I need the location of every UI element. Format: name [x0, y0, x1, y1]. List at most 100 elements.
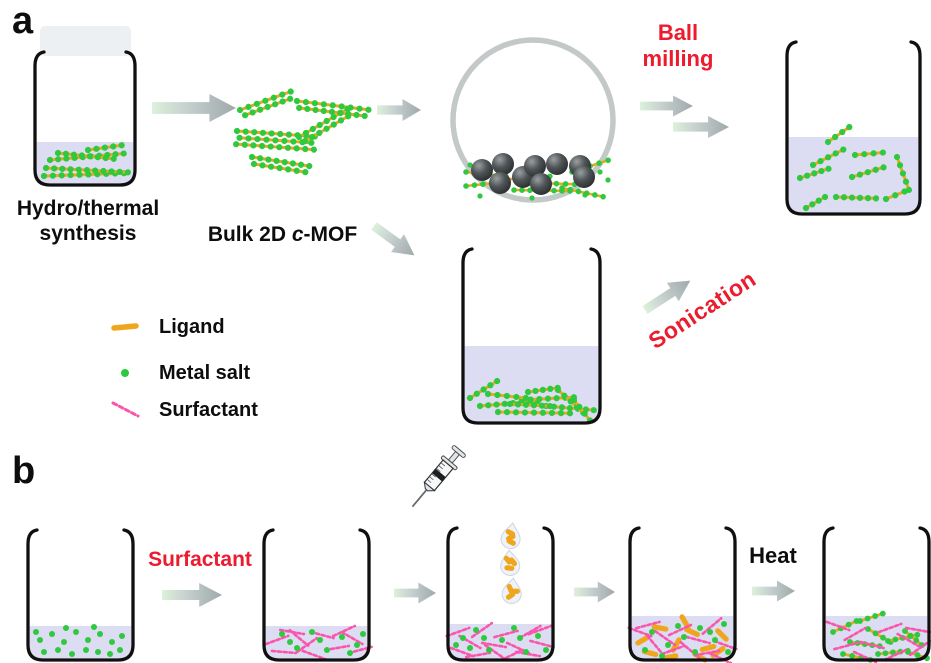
metal-salt-dot — [354, 642, 360, 648]
metal-salt-dot — [309, 629, 315, 635]
ligand-stick — [699, 643, 717, 653]
surfactant-strand — [340, 630, 364, 646]
metal-salt-dot — [49, 631, 55, 637]
metal-salt-dot — [360, 631, 366, 637]
metal-salt-dot — [707, 629, 713, 635]
ligand-swatch-icon — [111, 323, 139, 331]
grinding-ball — [471, 159, 493, 181]
mof-chain — [824, 123, 853, 146]
metal-salt-dot — [486, 647, 492, 653]
surfactant-strand — [877, 622, 903, 634]
grinding-ball — [492, 153, 514, 175]
ligand-stick — [503, 555, 512, 565]
surfactant-strand — [635, 620, 661, 630]
surfactant-strand — [627, 626, 653, 638]
surfactant-strand — [896, 632, 920, 648]
metal-salt-dot — [339, 634, 345, 640]
surfactant-strand — [480, 641, 508, 649]
legend-item-metal-salt: Metal salt — [108, 360, 250, 386]
metal-salt-dot — [523, 649, 529, 655]
metal-salt-dot — [33, 629, 39, 635]
surfactant-swatch-icon — [111, 401, 140, 418]
mof-chain — [559, 185, 606, 200]
legend-label-ligand: Ligand — [159, 315, 225, 338]
metal-salt-dot — [85, 637, 91, 643]
mof-chain — [232, 141, 317, 153]
metal-salt-dot — [73, 629, 79, 635]
droplet-icon — [500, 549, 521, 576]
surfactant-strand — [270, 649, 298, 655]
mof-chain — [809, 146, 847, 169]
jar-icon — [33, 50, 137, 187]
ball-mill-icon — [450, 37, 616, 203]
mof-chain — [832, 193, 880, 202]
metal-salt-dot — [649, 629, 655, 635]
surfactant-strand — [653, 629, 677, 647]
surfactant-strand — [843, 626, 867, 642]
legend-item-ligand: Ligand — [108, 314, 225, 340]
mof-chain — [236, 134, 315, 146]
bulk-mof-label-prefix: Bulk 2D — [207, 223, 292, 247]
grinding-ball — [524, 155, 546, 177]
mof-chain — [796, 165, 832, 182]
metal-salt-dot — [97, 631, 103, 637]
metal-salt-dot — [692, 649, 698, 655]
surfactant-strand — [825, 620, 851, 632]
mof-chain — [295, 105, 351, 141]
metal-salt-dot — [61, 639, 67, 645]
beaker-outline — [785, 40, 922, 216]
arrow-icon — [377, 99, 421, 121]
mof-chain — [241, 95, 294, 119]
arrow-icon — [371, 222, 415, 256]
metal-salt-dot — [109, 639, 115, 645]
surfactant-strand — [712, 639, 738, 651]
surfactant-strand — [667, 623, 693, 637]
surfactant-strand — [908, 639, 931, 657]
grinding-ball — [573, 166, 595, 188]
beaker-outline — [33, 50, 137, 187]
beaker-outline — [461, 247, 602, 425]
grinding-ball — [489, 172, 511, 194]
metal-salt-dot — [467, 162, 473, 168]
mof-chain — [857, 610, 886, 624]
arrow-icon — [574, 581, 615, 603]
metal-salt-dot — [317, 637, 323, 643]
surfactant-strand — [833, 641, 859, 651]
panel-a-letter: a — [12, 0, 34, 42]
surfactant-strand — [904, 626, 931, 634]
mof-sheet — [248, 153, 313, 176]
metal-salt-dot — [675, 623, 681, 629]
legend-label-metal-salt: Metal salt — [159, 361, 251, 384]
metal-salt-dot — [712, 637, 718, 643]
grinding-ball — [546, 153, 568, 175]
surfactant-strand — [859, 640, 885, 650]
result-beaker-icon — [785, 40, 922, 216]
mof-sheet — [236, 88, 294, 119]
metal-salt-dot — [681, 634, 687, 640]
metal-salt-dot — [642, 647, 648, 653]
metal-salt-dot — [294, 645, 300, 651]
surfactant-strand — [445, 626, 471, 638]
bulk-mof-label: Bulk 2D c-MOF — [200, 197, 365, 247]
mof-chain — [236, 88, 294, 114]
b2-beaker-icon — [262, 528, 373, 662]
metal-salt-dot — [117, 647, 123, 653]
sonication-beaker-icon — [461, 247, 602, 425]
arrow-icon — [642, 280, 691, 314]
metal-salt-dot — [543, 647, 549, 653]
ligand-stick — [505, 591, 516, 600]
mof-chain — [296, 104, 368, 120]
mof-chain — [848, 164, 887, 181]
ball-milling-label: Ball milling — [642, 20, 714, 72]
grinding-ball — [530, 173, 552, 195]
metal-salt-dot — [481, 635, 487, 641]
droplet-icon — [500, 522, 521, 549]
metal-salt-dot — [725, 649, 731, 655]
metal-salt-dot — [511, 625, 517, 631]
metal-salt-dot — [697, 625, 703, 631]
ligand-stick — [715, 628, 729, 642]
metal-salt-dot — [91, 624, 97, 630]
mof-chain — [54, 149, 117, 162]
droplet-icon — [501, 577, 522, 604]
